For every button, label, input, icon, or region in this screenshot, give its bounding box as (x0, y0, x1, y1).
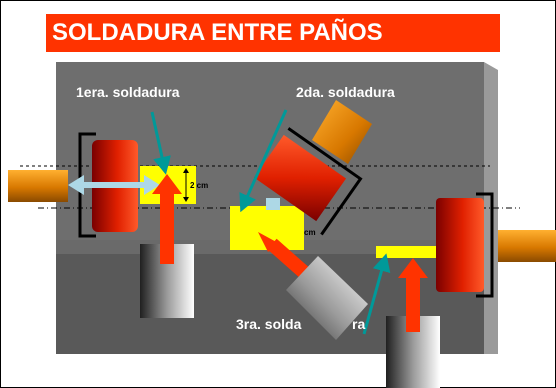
weld3-label-tail: ra (352, 316, 366, 332)
gap-dimension (183, 168, 189, 202)
weld3-red-up-arrow (398, 258, 428, 332)
weld2-rotated-group (253, 127, 363, 236)
weld2-bracket (287, 127, 363, 236)
weld3-yellow-strip (376, 246, 436, 258)
weld3-red-block (436, 198, 484, 292)
weld2-teal-pointer (239, 109, 288, 213)
weld2-light-sliver (266, 198, 280, 210)
gap-label: 2 cm (190, 181, 209, 190)
weld2-cm-label: cm (304, 228, 316, 237)
weld2-red-block (253, 134, 347, 222)
weld1-double-arrow (68, 175, 160, 195)
weld3-bracket (476, 192, 494, 298)
weld3-teal-pointer (362, 253, 391, 335)
weld2-label: 2da. soldadura (296, 84, 395, 100)
weld1-red-up-arrow (152, 174, 182, 264)
weld1-label: 1era. soldadura (76, 84, 180, 100)
left-roller (8, 170, 68, 202)
right-roller (498, 230, 556, 262)
weld2-orange-roller (312, 100, 372, 164)
title-banner: SOLDADURA ENTRE PAÑOS (46, 14, 500, 52)
page-title: SOLDADURA ENTRE PAÑOS (52, 19, 383, 46)
weld1-teal-pointer (150, 111, 171, 175)
weld3-label: 3ra. solda (236, 316, 302, 332)
weld2-metal-tool (286, 256, 368, 340)
